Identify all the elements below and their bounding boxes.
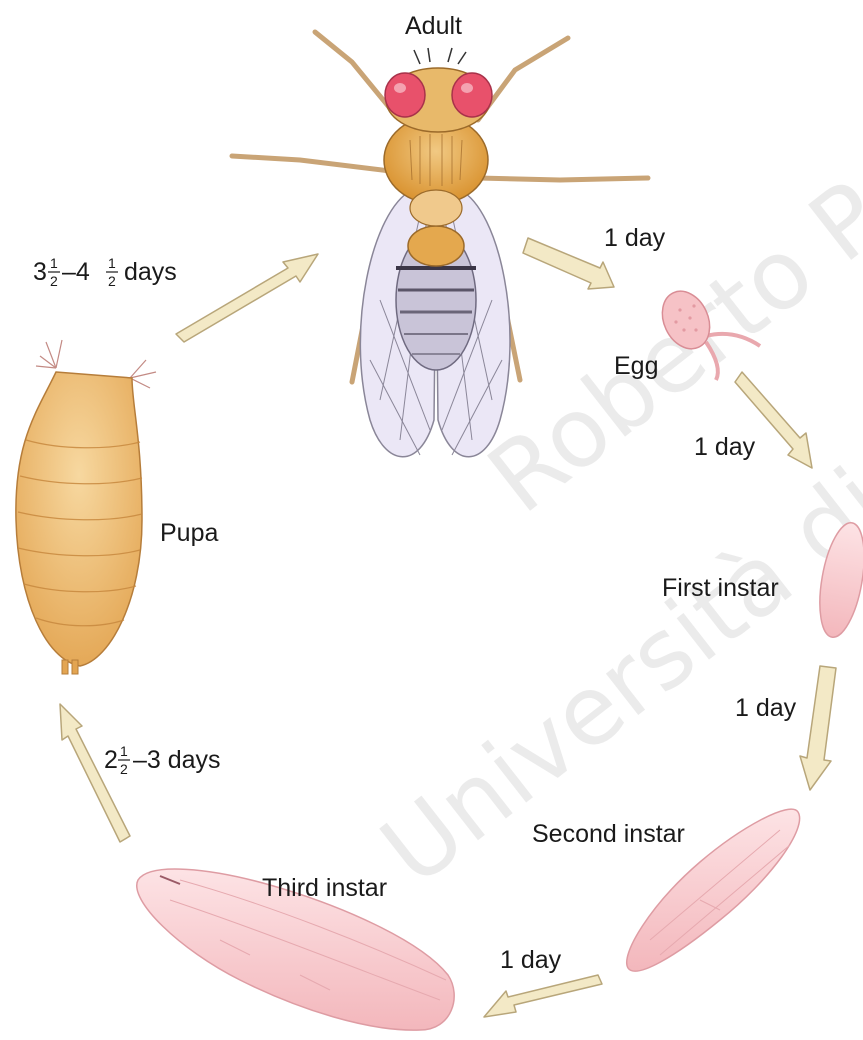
svg-text:1: 1 — [108, 255, 116, 271]
svg-text:days: days — [124, 258, 177, 286]
arrow-pupa-to-adult — [176, 254, 318, 342]
label-first-instar: First instar — [662, 574, 779, 602]
label-second-instar: Second instar — [532, 820, 685, 848]
label-egg: Egg — [614, 352, 658, 380]
duration-pupa-to-adult: 3 1 2 –4 1 2 days — [33, 255, 177, 289]
svg-text:2: 2 — [108, 273, 116, 289]
pupa-illustration — [16, 340, 156, 674]
svg-text:2: 2 — [104, 746, 118, 774]
duration-third-instar-to-pupa: 2 1 2 –3 days — [104, 743, 221, 777]
label-third-instar: Third instar — [262, 874, 387, 902]
arrow-adult-to-egg — [523, 238, 614, 289]
svg-text:2: 2 — [50, 273, 58, 289]
label-pupa: Pupa — [160, 519, 218, 547]
svg-text:1: 1 — [50, 255, 58, 271]
duration-adult-to-egg: 1 day — [604, 224, 666, 252]
label-adult: Adult — [405, 12, 462, 40]
arrow-first-to-second-instar — [800, 666, 836, 790]
svg-text:1: 1 — [120, 743, 128, 759]
svg-text:–3 days: –3 days — [133, 746, 221, 774]
duration-egg-to-first-instar: 1 day — [694, 433, 756, 461]
arrow-second-to-third-instar — [484, 975, 602, 1017]
svg-text:–4: –4 — [62, 258, 90, 286]
svg-text:2: 2 — [120, 761, 128, 777]
duration-first-to-second-instar: 1 day — [735, 694, 797, 722]
svg-text:3: 3 — [33, 258, 47, 286]
duration-second-to-third-instar: 1 day — [500, 946, 562, 974]
